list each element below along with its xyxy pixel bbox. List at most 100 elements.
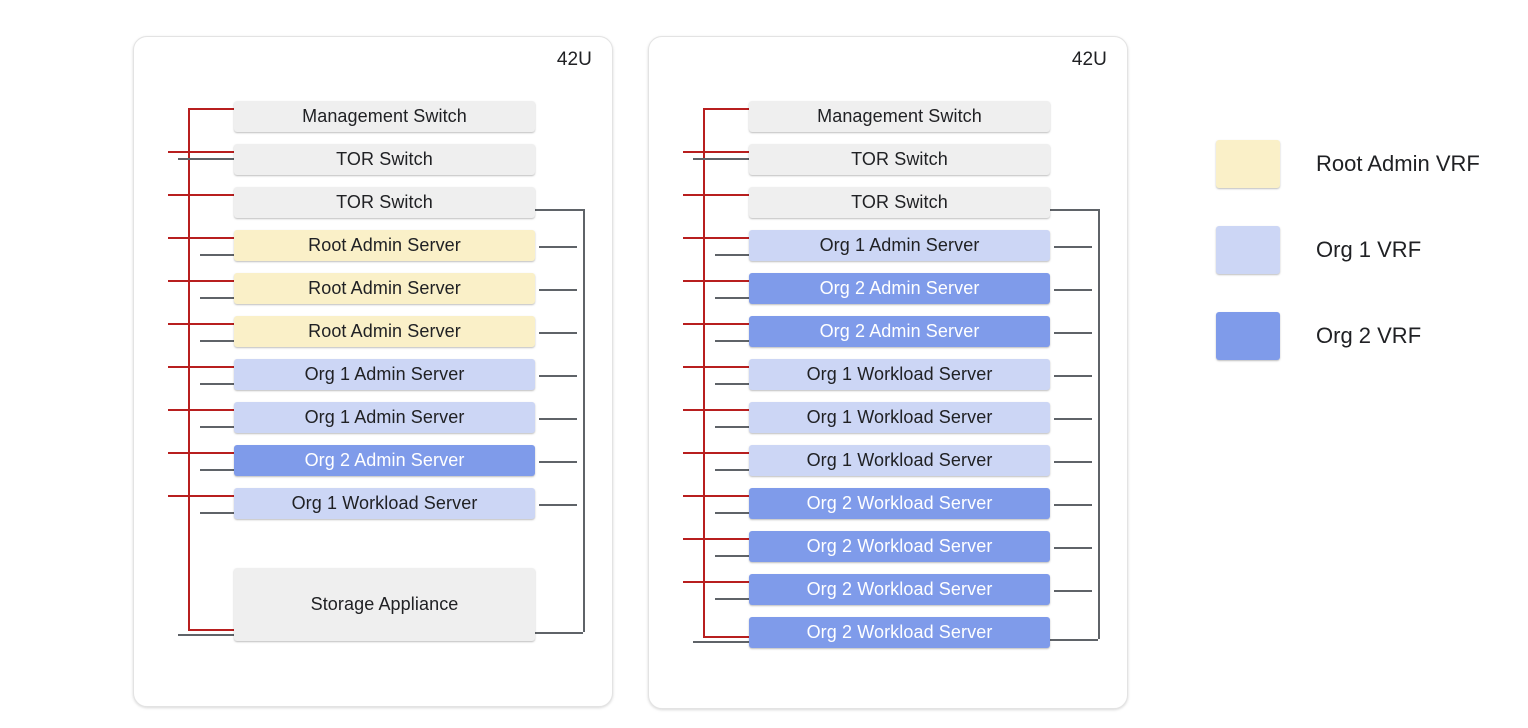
power-cable xyxy=(168,323,234,325)
power-cable xyxy=(168,495,234,497)
device-label: Org 2 Admin Server xyxy=(819,277,980,298)
device-row[interactable]: Org 1 Workload Server xyxy=(234,488,535,519)
power-cable xyxy=(683,581,749,583)
device-label: Org 1 Admin Server xyxy=(819,234,980,255)
device-row[interactable]: Org 2 Workload Server xyxy=(749,531,1050,562)
device-label: Storage Appliance xyxy=(310,593,459,614)
device-row[interactable]: Org 2 Workload Server xyxy=(749,574,1050,605)
device-label: Management Switch xyxy=(817,105,982,126)
network-cable-left xyxy=(200,426,234,428)
power-cable xyxy=(168,151,234,153)
device-row[interactable]: Storage Appliance xyxy=(234,568,535,641)
device-row[interactable]: Org 1 Workload Server xyxy=(749,445,1050,476)
device-label: Org 2 Workload Server xyxy=(806,535,993,556)
device-label: Org 1 Workload Server xyxy=(806,449,993,470)
device-row[interactable]: Root Admin Server xyxy=(234,316,535,347)
network-cable-left xyxy=(715,340,749,342)
legend-color-swatch xyxy=(1216,312,1280,360)
device-row[interactable]: Org 2 Admin Server xyxy=(749,316,1050,347)
device-row[interactable]: Management Switch xyxy=(234,101,535,132)
network-cable-right xyxy=(1054,461,1092,463)
power-cable xyxy=(683,538,749,540)
network-cable-left xyxy=(715,512,749,514)
network-cable-right xyxy=(539,375,577,377)
device-label: Management Switch xyxy=(302,105,467,126)
network-cable-left xyxy=(200,383,234,385)
device-row[interactable]: Root Admin Server xyxy=(234,230,535,261)
power-bus-vertical xyxy=(188,108,190,629)
network-cable-left xyxy=(715,254,749,256)
device-row[interactable]: Org 2 Workload Server xyxy=(749,488,1050,519)
device-label: Org 2 Workload Server xyxy=(806,492,993,513)
power-cable xyxy=(168,409,234,411)
network-bus-vertical xyxy=(583,209,585,632)
legend-item[interactable]: Org 2 VRF xyxy=(1216,312,1421,360)
power-cable xyxy=(683,280,749,282)
network-cable-right xyxy=(1054,332,1092,334)
network-cable-left xyxy=(715,383,749,385)
network-cable-left xyxy=(200,254,234,256)
device-row[interactable]: Org 1 Workload Server xyxy=(749,359,1050,390)
power-cable xyxy=(683,194,749,196)
device-label: Org 1 Admin Server xyxy=(304,406,465,427)
device-row[interactable]: Org 2 Admin Server xyxy=(234,445,535,476)
device-row[interactable]: Org 2 Workload Server xyxy=(749,617,1050,648)
power-cable xyxy=(168,366,234,368)
rack-capacity-label: 42U xyxy=(1071,49,1107,70)
network-cable-left xyxy=(200,512,234,514)
network-cable-right xyxy=(539,504,577,506)
device-label: Org 1 Workload Server xyxy=(291,492,478,513)
power-cable xyxy=(188,629,234,631)
power-cable xyxy=(703,108,749,110)
legend-color-swatch xyxy=(1216,140,1280,188)
device-row[interactable]: TOR Switch xyxy=(749,144,1050,175)
network-cable-left xyxy=(693,641,749,643)
power-cable xyxy=(683,237,749,239)
device-label: Org 2 Workload Server xyxy=(806,578,993,599)
network-bus-bottom xyxy=(535,632,583,634)
network-cable-left xyxy=(715,297,749,299)
device-label: Org 1 Workload Server xyxy=(806,363,993,384)
power-cable xyxy=(683,151,749,153)
legend-label: Root Admin VRF xyxy=(1316,151,1480,176)
network-cable-right xyxy=(539,332,577,334)
power-cable xyxy=(683,452,749,454)
network-cable-left xyxy=(715,426,749,428)
network-cable-left xyxy=(178,158,234,160)
device-row[interactable]: Org 1 Admin Server xyxy=(749,230,1050,261)
power-cable xyxy=(188,108,234,110)
network-cable-right xyxy=(539,246,577,248)
legend-item[interactable]: Root Admin VRF xyxy=(1216,140,1480,188)
network-cable-right xyxy=(1054,418,1092,420)
network-cable-left xyxy=(200,469,234,471)
power-cable xyxy=(168,452,234,454)
device-row[interactable]: Org 2 Admin Server xyxy=(749,273,1050,304)
legend-item[interactable]: Org 1 VRF xyxy=(1216,226,1421,274)
network-cable-left xyxy=(200,297,234,299)
network-cable-right xyxy=(539,418,577,420)
device-label: TOR Switch xyxy=(336,148,433,169)
network-cable-left xyxy=(693,158,749,160)
device-row[interactable]: TOR Switch xyxy=(234,144,535,175)
network-cable-right xyxy=(539,289,577,291)
device-row[interactable]: Org 1 Admin Server xyxy=(234,402,535,433)
device-row[interactable]: Org 1 Admin Server xyxy=(234,359,535,390)
power-cable xyxy=(683,366,749,368)
device-label: Org 1 Admin Server xyxy=(304,363,465,384)
device-row[interactable]: Org 1 Workload Server xyxy=(749,402,1050,433)
device-row[interactable]: Management Switch xyxy=(749,101,1050,132)
device-row[interactable]: TOR Switch xyxy=(234,187,535,218)
vrf-legend: Root Admin VRF Org 1 VRF Org 2 VRF xyxy=(1216,140,1506,360)
network-cable-right xyxy=(539,461,577,463)
device-row[interactable]: Root Admin Server xyxy=(234,273,535,304)
network-bus-top xyxy=(1050,209,1098,211)
power-cable xyxy=(703,636,749,638)
rack-capacity-label: 42U xyxy=(556,49,592,70)
network-bus-bottom xyxy=(1050,639,1098,641)
power-cable xyxy=(168,280,234,282)
network-cable-right xyxy=(1054,375,1092,377)
device-label: Root Admin Server xyxy=(308,234,461,255)
device-row[interactable]: TOR Switch xyxy=(749,187,1050,218)
device-label: Root Admin Server xyxy=(308,277,461,298)
